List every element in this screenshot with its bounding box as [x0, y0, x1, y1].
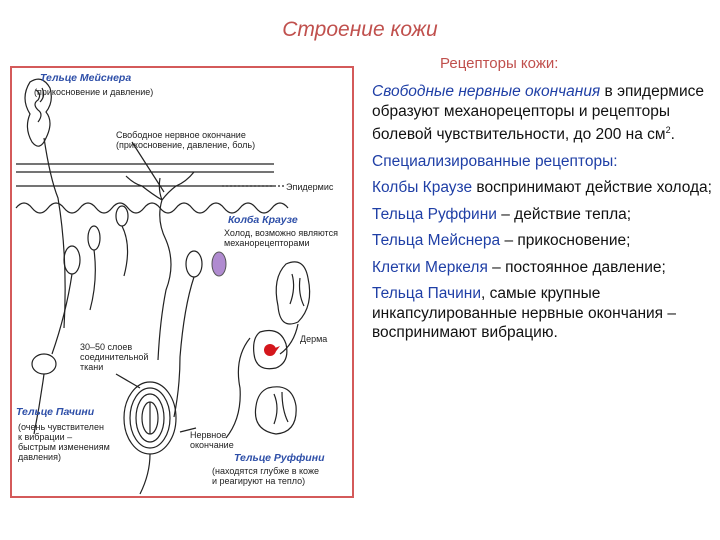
krause-bulb-fill	[211, 251, 227, 277]
cm2-superscript: 2	[665, 125, 671, 135]
paragraph-ruffini: Тельца Руффини – действие тепла;	[372, 205, 714, 225]
layers-desc: 30–50 слоев соединительной ткани	[80, 342, 149, 372]
free-endings-end: .	[670, 126, 675, 144]
pacini-leader	[115, 373, 141, 389]
small-corpuscle-left	[31, 353, 57, 375]
meissner-term: Тельца Мейснера	[372, 232, 501, 250]
page-subtitle: Рецепторы кожи:	[440, 55, 559, 72]
pacini-title: Тельце Пачини	[16, 406, 95, 418]
meissner-corpuscle-shape	[24, 78, 52, 147]
krause-desc: Холод, возможно являются механорецептора…	[224, 228, 338, 248]
nerve-ending-leader	[179, 427, 197, 433]
merkel-text: – постоянное давление;	[487, 258, 666, 276]
bulb-left-3	[115, 205, 129, 227]
dermal-papillae-line	[15, 202, 289, 214]
skin-diagram	[15, 78, 311, 495]
krause-term: Колбы Краузе	[372, 179, 473, 197]
page-title: Строение кожи	[282, 18, 438, 41]
nerve-ending-label: Нервное окончание	[190, 430, 234, 450]
skin-receptor-figure: Тельце Мейснера (прикосновение и давлени…	[10, 66, 354, 498]
pacini-desc: (очень чувствителен к вибрации – быстрым…	[18, 422, 110, 462]
merkel-term: Клетки Меркеля	[372, 258, 488, 276]
pacini-term: Тельца Пачини	[372, 285, 481, 303]
paragraph-krause: Колбы Краузе воспринимают действие холод…	[372, 178, 714, 198]
paragraph-pacini: Тельца Пачини, самые крупные инкапсулиро…	[372, 284, 714, 343]
meissner-text: – прикосновение;	[500, 232, 631, 250]
ruffini-title: Тельце Руффини	[234, 452, 325, 464]
free-nerve-fiber	[157, 199, 172, 361]
paragraph-meissner: Тельца Мейснера – прикосновение;	[372, 231, 714, 251]
receptor-lower-right	[254, 386, 297, 435]
free-endings-term: Свободные нервные окончания	[372, 83, 601, 100]
meissner-desc: (прикосновение и давление)	[34, 87, 154, 97]
bulb-left-1	[63, 245, 81, 275]
free-ending-desc: Свободное нервное окончание (прикосновен…	[116, 130, 256, 150]
krause-nerve	[173, 276, 195, 418]
krause-bulb-outline	[185, 250, 203, 278]
ruffini-text: – действие тепла;	[496, 205, 632, 223]
ruffini-corpuscle	[253, 329, 288, 370]
ruffini-term: Тельца Руффини	[372, 205, 497, 223]
receptor-upper-right	[275, 261, 311, 325]
dermis-label: Дерма	[300, 334, 328, 344]
paragraph-free-endings: Свободные нервные окончания в эпидермисе…	[372, 82, 714, 145]
meissner-title: Тельце Мейснера	[40, 72, 132, 84]
pacini-nerve	[139, 453, 151, 495]
paragraph-specialized: Специализированные рецепторы:	[372, 152, 618, 170]
receptor-text: Свободные нервные окончания в эпидермисе…	[372, 82, 714, 350]
meissner-nerve	[43, 137, 66, 329]
pacini-text: , самые крупные инкапсулированные нервны…	[372, 285, 676, 342]
krause-text: воспринимают действие холода;	[472, 179, 712, 197]
epidermis-label: Эпидермис	[286, 182, 334, 192]
ruffini-nerve	[225, 337, 251, 439]
free-ending-leader	[131, 141, 165, 193]
ruffini-desc: (находятся глубже в коже и реагируют на …	[212, 466, 319, 486]
paragraph-merkel: Клетки Меркеля – постоянное давление;	[372, 258, 714, 278]
krause-title: Колба Краузе	[228, 214, 298, 226]
free-endings-desc: в эпидермисе образуют механорецепторы и …	[372, 83, 704, 144]
bulb-left-2	[87, 225, 101, 251]
